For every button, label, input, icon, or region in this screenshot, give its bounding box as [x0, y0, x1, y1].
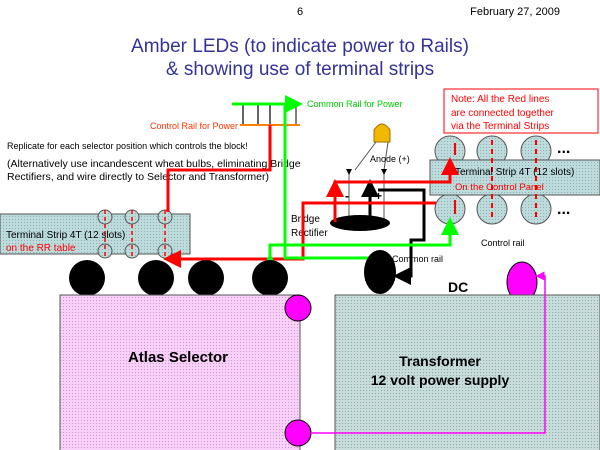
green-wire-terminal — [261, 217, 459, 271]
left-strip-location: on the RR table — [6, 243, 76, 254]
right-strip-title: Terminal Strip 4T (12 slots) — [455, 167, 574, 178]
terminal-strip-rr-table — [0, 209, 191, 259]
note-box — [443, 88, 599, 134]
led-lead-anode — [383, 141, 389, 171]
common-rail-label: Common rail — [392, 254, 443, 264]
left-strip-title: Terminal Strip 4T (12 slots) — [6, 230, 125, 241]
control-rail-label: Control rail — [481, 238, 525, 248]
dc-label: DC — [448, 279, 468, 295]
anode-label: Anode (+) — [370, 154, 410, 164]
transformer — [334, 294, 600, 450]
more-slots-bottom: ... — [557, 201, 570, 218]
title-line2: & showing use of terminal strips — [166, 59, 434, 80]
control-rail-power-label: Control Rail for Power — [150, 121, 238, 131]
bridge-label-line2: Rectifier — [291, 228, 328, 239]
led-lead-cathode — [354, 141, 377, 171]
alternative-note-line1: (Alternatively use incandescent wheat bu… — [7, 158, 301, 170]
selector-magenta-terminal-bottom — [284, 419, 312, 447]
date: February 27, 2009 — [470, 6, 560, 18]
right-strip-location: On the Control Panel — [455, 182, 544, 193]
red-wire-control-rail — [166, 125, 272, 212]
bridge-label-line1: Bridge — [291, 214, 320, 225]
transformer-label-line2: 12 volt power supply — [371, 372, 510, 388]
alternative-note-line2: Rectifiers, and wire directly to Selecto… — [7, 171, 269, 183]
red-wire-selector — [163, 201, 436, 268]
common-rail-power-label: Common Rail for Power — [307, 99, 403, 109]
atlas-selector — [59, 294, 301, 450]
note-line2: are connected together — [451, 108, 555, 119]
transformer-label-line1: Transformer — [399, 353, 481, 369]
amber-led-icon — [373, 123, 391, 143]
rail-ladder — [232, 95, 303, 126]
more-slots-top: ... — [557, 140, 570, 157]
title-line1: Amber LEDs (to indicate power to Rails) — [131, 36, 469, 57]
terminal-strip-control-panel — [429, 135, 600, 225]
bridge-rectifier — [330, 215, 390, 231]
note-line3: via the Terminal Strips — [451, 121, 549, 132]
selector-magenta-terminal-top — [284, 294, 312, 322]
magenta-wire — [311, 271, 546, 434]
note-line1: Note: All the Red lines — [451, 94, 549, 105]
minus-sign: - — [345, 189, 349, 203]
selector-terminals — [69, 260, 288, 296]
common-rail-terminal — [364, 250, 396, 294]
selector-label: Atlas Selector — [128, 349, 228, 366]
replicate-note: Replicate for each selector position whi… — [7, 141, 248, 151]
page-number: 6 — [297, 6, 303, 18]
